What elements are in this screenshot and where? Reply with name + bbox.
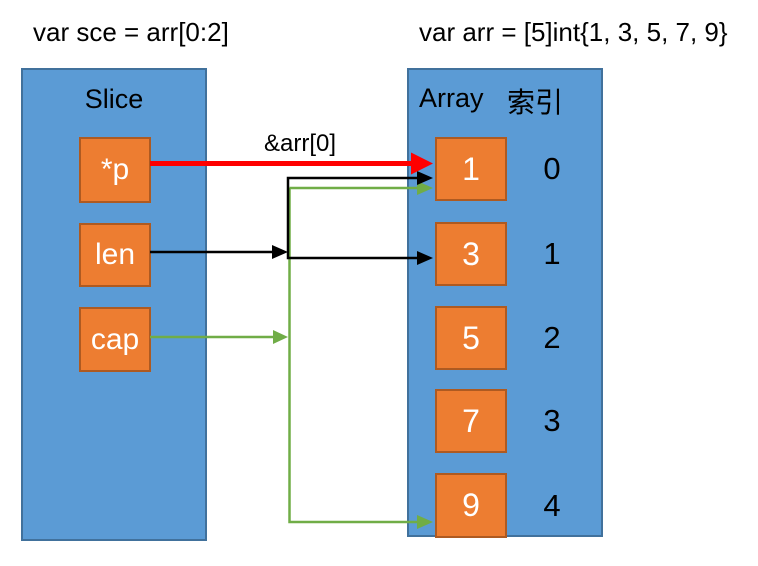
array-cell-2: 5 — [435, 306, 507, 370]
array-cell-2-value: 5 — [462, 319, 480, 356]
array-cell-1-value: 3 — [462, 235, 480, 272]
array-cell-4-value: 9 — [462, 487, 480, 523]
index-column-header: 索引 — [507, 87, 564, 118]
array-cell-0: 1 — [435, 137, 507, 201]
array-index-2: 2 — [543, 320, 561, 355]
array-cell-3: 7 — [435, 389, 507, 453]
slice-container: Slice *p len cap — [21, 68, 207, 541]
array-cell-1: 3 — [435, 222, 507, 286]
slice-field-len: len — [79, 223, 151, 287]
array-title: Array — [419, 83, 484, 113]
array-index-4: 4 — [543, 487, 561, 523]
array-index-3: 3 — [543, 403, 561, 438]
slice-field-cap: cap — [79, 307, 151, 372]
array-cell-0-value: 1 — [462, 150, 480, 187]
slice-field-pointer-label: *p — [100, 153, 130, 186]
slice-title: Slice — [84, 84, 144, 114]
array-cell-4: 9 — [435, 473, 507, 538]
pointer-address-label: &arr[0] — [264, 130, 337, 157]
array-index-0: 0 — [543, 151, 561, 186]
array-cell-3-value: 7 — [462, 402, 480, 439]
array-index-1: 1 — [543, 236, 561, 271]
slice-field-pointer: *p — [79, 137, 151, 203]
slice-field-cap-label: cap — [90, 322, 140, 356]
array-container: Array 索引 1 3 5 7 9 0 1 2 3 4 — [407, 68, 603, 538]
slice-declaration-title: var sce = arr[0:2] — [33, 17, 229, 47]
slice-field-len-label: len — [94, 238, 136, 271]
array-declaration-title: var arr = [5]int{1, 3, 5, 7, 9} — [419, 17, 728, 47]
